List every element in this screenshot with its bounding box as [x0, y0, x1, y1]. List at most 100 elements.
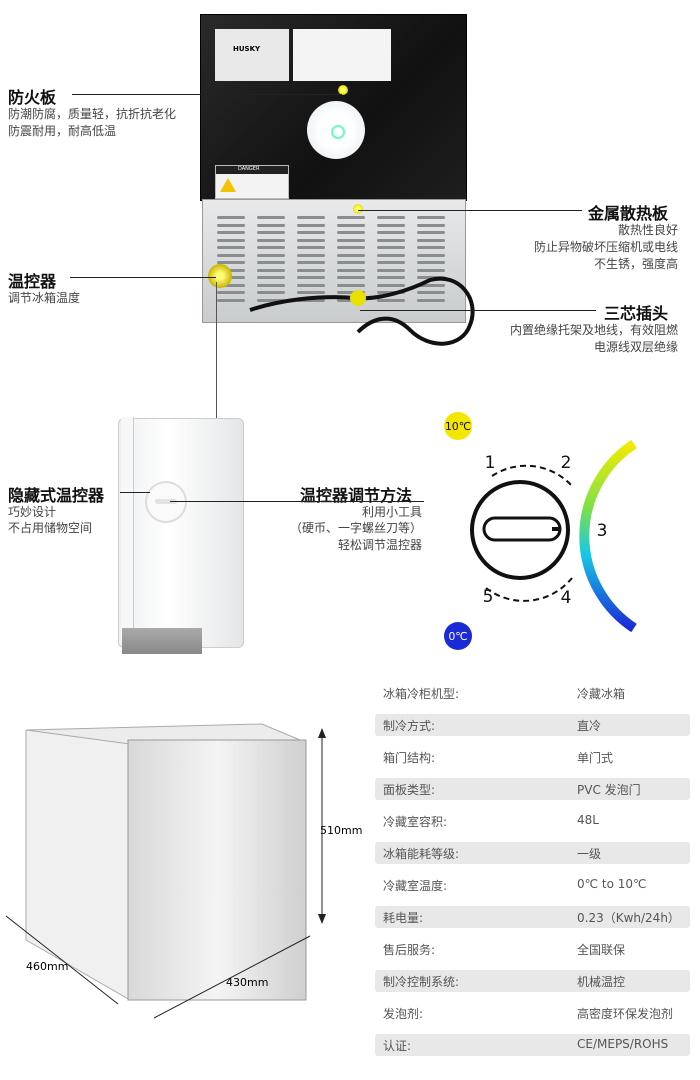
spec-key: 面板类型:	[383, 783, 436, 797]
height-dimension: 510mm	[320, 824, 362, 837]
fireproof-leader-line	[72, 94, 342, 95]
heatsink-leader-line	[358, 210, 582, 211]
vent-slot	[337, 223, 365, 227]
vent-slot	[337, 253, 365, 257]
adjust-method-title: 温控器调节方法	[300, 486, 413, 505]
compressor-cover	[307, 101, 365, 159]
spec-key: 箱门结构:	[383, 751, 436, 765]
spec-key: 认证:	[383, 1039, 412, 1053]
vent-slot	[337, 276, 365, 279]
spec-value: 单门式	[577, 751, 614, 765]
spec-value: CE/MEPS/ROHS	[577, 1037, 669, 1051]
vent-slot	[377, 283, 405, 287]
plug-desc-2: 电源线双层绝缘	[593, 340, 678, 354]
warning-icon	[220, 178, 236, 192]
vent-slot	[337, 268, 365, 272]
vent-slot	[337, 291, 365, 294]
spec-value: 0℃ to 10℃	[577, 877, 647, 891]
max-temp-label: 10℃	[445, 420, 471, 433]
vent-slot	[297, 261, 325, 264]
plug-title: 三芯插头	[604, 304, 669, 323]
vent-slot	[217, 283, 245, 287]
adjust-desc-3: 轻松调节温控器	[337, 538, 422, 552]
spec-key: 制冷方式:	[383, 719, 436, 733]
spec-value: 冷藏冰箱	[577, 687, 626, 701]
cold-badge	[444, 622, 472, 650]
vent-slot	[417, 283, 445, 287]
thermostat-desc: 调节冰箱温度	[8, 291, 81, 305]
vent-slot	[417, 268, 445, 272]
spec-key: 售后服务:	[383, 943, 436, 957]
vent-slot	[297, 246, 325, 249]
heatsink-highlight-dot	[353, 204, 363, 214]
spec-key: 发泡剂:	[383, 1007, 424, 1021]
vent-slot	[217, 231, 245, 234]
hidden-leader-line	[120, 492, 150, 493]
vent-slot	[217, 261, 245, 264]
spec-row: 发泡剂:高密度环保发泡剂	[375, 1002, 690, 1024]
spec-row: 冰箱冷柜机型:冷藏冰箱	[375, 682, 690, 704]
vent-slot	[297, 291, 325, 294]
fridge-door	[127, 739, 307, 1001]
vent-slot	[217, 253, 245, 257]
spec-row: 面板类型:PVC 发泡门	[375, 778, 690, 800]
vent-slot	[257, 216, 285, 219]
vent-slot	[337, 231, 365, 234]
vent-slot	[337, 261, 365, 264]
power-cord	[249, 276, 475, 346]
depth-dimension: 460mm	[26, 960, 68, 973]
spec-value: 机械温控	[577, 975, 626, 989]
vent-slot	[417, 298, 445, 302]
spec-key: 冰箱能耗等级:	[383, 847, 460, 861]
hidden-thermostat-dial	[145, 481, 187, 523]
vent-slot	[257, 231, 285, 234]
temperature-dial: 10℃ 0℃ 1 2 3 4 5	[444, 412, 637, 650]
vent-slot	[297, 283, 325, 287]
vent-slot	[417, 238, 445, 242]
spec-row: 冰箱能耗等级:一级	[375, 842, 690, 864]
plug-highlight	[350, 290, 366, 306]
spec-value: 48L	[577, 813, 599, 827]
spec-row: 冷藏室温度:0℃ to 10℃	[375, 874, 690, 896]
thermostat-knob-photo	[208, 264, 232, 288]
fireproof-desc-1: 防潮防腐，质量轻，抗折抗老化	[8, 107, 177, 121]
vent-slot	[417, 231, 445, 234]
plug-desc-1: 内置绝缘托架及地线，有效阻燃	[509, 323, 678, 337]
vent-slot	[377, 231, 405, 234]
vent-slot	[217, 298, 245, 302]
connector-line	[216, 282, 217, 422]
vent-slot	[417, 276, 445, 279]
vent-slot	[297, 223, 325, 227]
vent-slot	[417, 246, 445, 249]
nameplate-label: HUSKY	[215, 29, 289, 81]
vent-slot	[257, 253, 285, 257]
fireproof-title: 防火板	[8, 88, 57, 107]
vent-slot	[257, 261, 285, 264]
metal-heatsink-image	[202, 199, 466, 323]
hot-badge	[444, 412, 472, 440]
vent-slot	[337, 238, 365, 242]
vent-slot	[297, 276, 325, 279]
dial-mark-2: 2	[561, 453, 572, 473]
vent-slot	[337, 216, 365, 219]
spec-row: 制冷方式: 直冷	[375, 714, 690, 736]
heatsink-desc-3: 不生锈，强度高	[593, 257, 678, 271]
spec-value: 直冷	[577, 719, 602, 733]
spec-row: 认证: CE/MEPS/ROHS	[375, 1034, 690, 1056]
spec-row: 制冷控制系统: 机械温控	[375, 970, 690, 992]
vent-slot	[297, 216, 325, 219]
heatsink-title: 金属散热板	[588, 204, 669, 223]
danger-sticker: DANGER	[215, 165, 289, 199]
spec-key: 制冷控制系统:	[383, 975, 460, 989]
door-side-image	[118, 417, 244, 648]
spec-row: 售后服务:全国联保	[375, 938, 690, 960]
adjust-leader-line	[170, 501, 424, 502]
thermostat-leader-line	[70, 277, 216, 278]
thermostat-title: 温控器	[8, 272, 57, 291]
vent-slot	[417, 223, 445, 227]
vent-slot	[217, 223, 245, 227]
spec-row: 箱门结构: 单门式	[375, 746, 690, 768]
vent-slot	[257, 291, 285, 294]
spec-row: 冷藏室容积: 48L	[375, 810, 690, 832]
spec-key: 冷藏室容积:	[383, 815, 448, 829]
